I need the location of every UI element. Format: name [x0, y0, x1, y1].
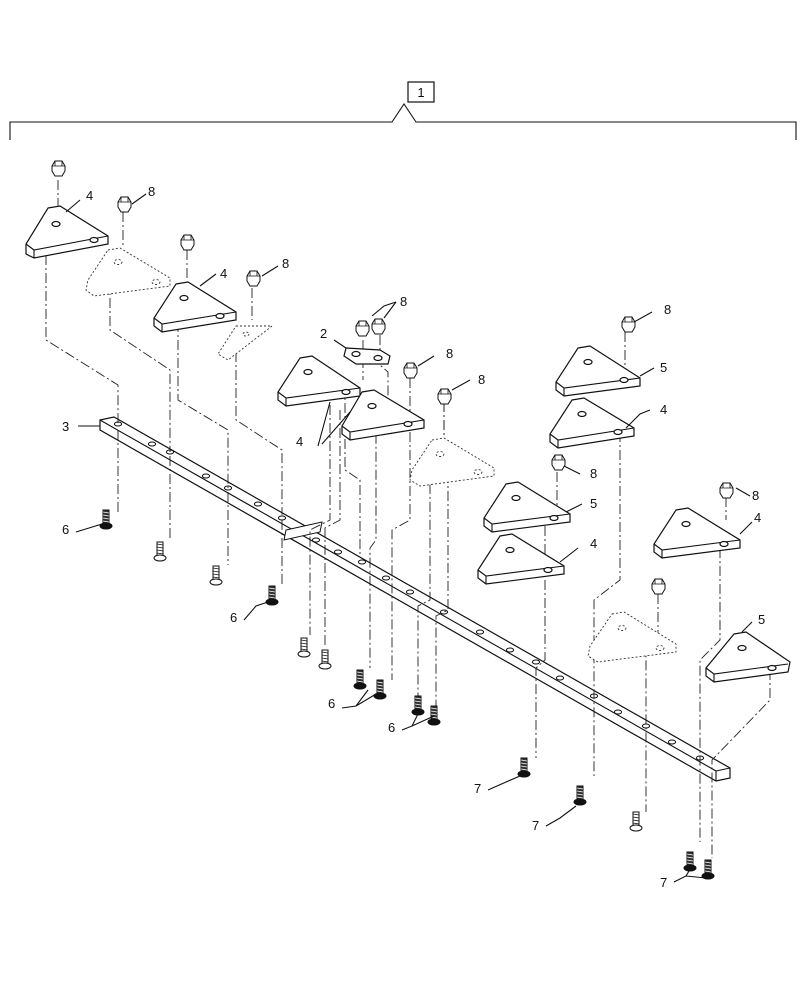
section-plate-hidden: [587, 611, 677, 663]
spacer-plate: [343, 347, 391, 365]
callout-nut: 8: [664, 302, 671, 317]
callout-nut: 8: [400, 294, 407, 309]
callout-nut: 8: [282, 256, 289, 271]
bar-hole: [253, 501, 263, 507]
carriage-bolt: [573, 785, 587, 806]
bar-hole: [277, 515, 287, 521]
callout-nut: 8: [148, 184, 155, 199]
section-plate: [705, 631, 791, 683]
hex-nut: [246, 270, 261, 287]
callout-section-b: 5: [758, 612, 765, 627]
callout-section: 4: [660, 402, 667, 417]
bar-hole: [333, 549, 343, 555]
assembly-bracket: 1: [9, 81, 797, 140]
callout-nut: 8: [752, 488, 759, 503]
callout-bolt-b: 7: [474, 781, 481, 796]
section-plate: [153, 281, 237, 333]
bar-hole: [531, 659, 541, 665]
callout-bolt-b: 7: [532, 818, 539, 833]
callout-labels: 4 8 4 8 2 8 8 8 4 3 8 5 4 8 5 4 8 4 5 6 …: [62, 184, 765, 890]
assembly-callout-label: 1: [417, 85, 424, 100]
hex-nut: [117, 196, 132, 213]
callout-nut: 8: [446, 346, 453, 361]
knife-sections: [25, 205, 791, 683]
section-plate: [477, 533, 565, 585]
bar-hole: [147, 441, 157, 447]
carriage-bolt: [629, 811, 643, 832]
bar-hole: [201, 473, 211, 479]
carriage-bolt: [517, 757, 531, 778]
hex-nut: [371, 318, 386, 335]
callout-section-b: 5: [660, 360, 667, 375]
hex-nut: [719, 482, 734, 499]
carriage-bolt: [683, 851, 697, 872]
bar-hole: [405, 589, 415, 595]
callout-section: 4: [220, 266, 227, 281]
hex-nut: [651, 578, 666, 595]
hex-nut: [437, 388, 452, 405]
carriage-bolt: [318, 649, 332, 670]
section-plate: [341, 389, 425, 441]
callout-bolt-b: 7: [660, 875, 667, 890]
knife-bar: [99, 416, 731, 782]
callout-nut: 8: [590, 466, 597, 481]
bar-hole: [381, 575, 391, 581]
carriage-bolt: [209, 565, 223, 586]
carriage-bolt: [353, 669, 367, 690]
callout-spacer: 2: [320, 326, 327, 341]
bar-hole: [311, 537, 321, 543]
hex-nut: [355, 320, 370, 337]
callout-nut: 8: [478, 372, 485, 387]
callout-bolt: 6: [388, 720, 395, 735]
assembly-callout-box: [407, 81, 435, 103]
section-plate: [549, 397, 635, 449]
carriage-bolt: [427, 705, 441, 726]
section-plate: [483, 481, 571, 533]
section-plate: [555, 345, 641, 397]
callout-section: 4: [590, 536, 597, 551]
section-plate-hidden: [217, 325, 274, 361]
section-plate: [277, 355, 361, 407]
carriage-bolt: [701, 859, 715, 880]
callout-bolt: 6: [62, 522, 69, 537]
bar-hole: [613, 709, 623, 715]
nuts: [51, 160, 734, 595]
carriage-bolt: [411, 695, 425, 716]
section-plate: [653, 507, 741, 559]
carriage-bolt: [373, 679, 387, 700]
callout-section: 4: [296, 434, 303, 449]
section-plate-hidden: [85, 247, 171, 297]
bar-hole: [475, 629, 485, 635]
carriage-bolt: [297, 637, 311, 658]
hex-nut: [180, 234, 195, 251]
carriage-bolt: [265, 585, 279, 606]
hex-nut: [621, 316, 636, 333]
hex-nut: [51, 160, 66, 177]
hex-nut: [551, 454, 566, 471]
section-plate: [25, 205, 109, 259]
callout-bolt: 6: [230, 610, 237, 625]
hex-nut: [403, 362, 418, 379]
bar-hole: [357, 559, 367, 565]
bolts: [99, 509, 715, 880]
bar-hole: [505, 647, 515, 653]
callout-bolt: 6: [328, 696, 335, 711]
carriage-bolt: [153, 541, 167, 562]
callout-bar: 3: [62, 419, 69, 434]
bar-hole: [667, 739, 677, 745]
section-plate-hidden: [409, 437, 495, 487]
leader-lines: [65, 193, 753, 883]
callout-section-b: 5: [590, 496, 597, 511]
bar-hole: [555, 675, 565, 681]
callout-section: 4: [86, 188, 93, 203]
carriage-bolt: [99, 509, 113, 530]
callout-section: 4: [754, 510, 761, 525]
